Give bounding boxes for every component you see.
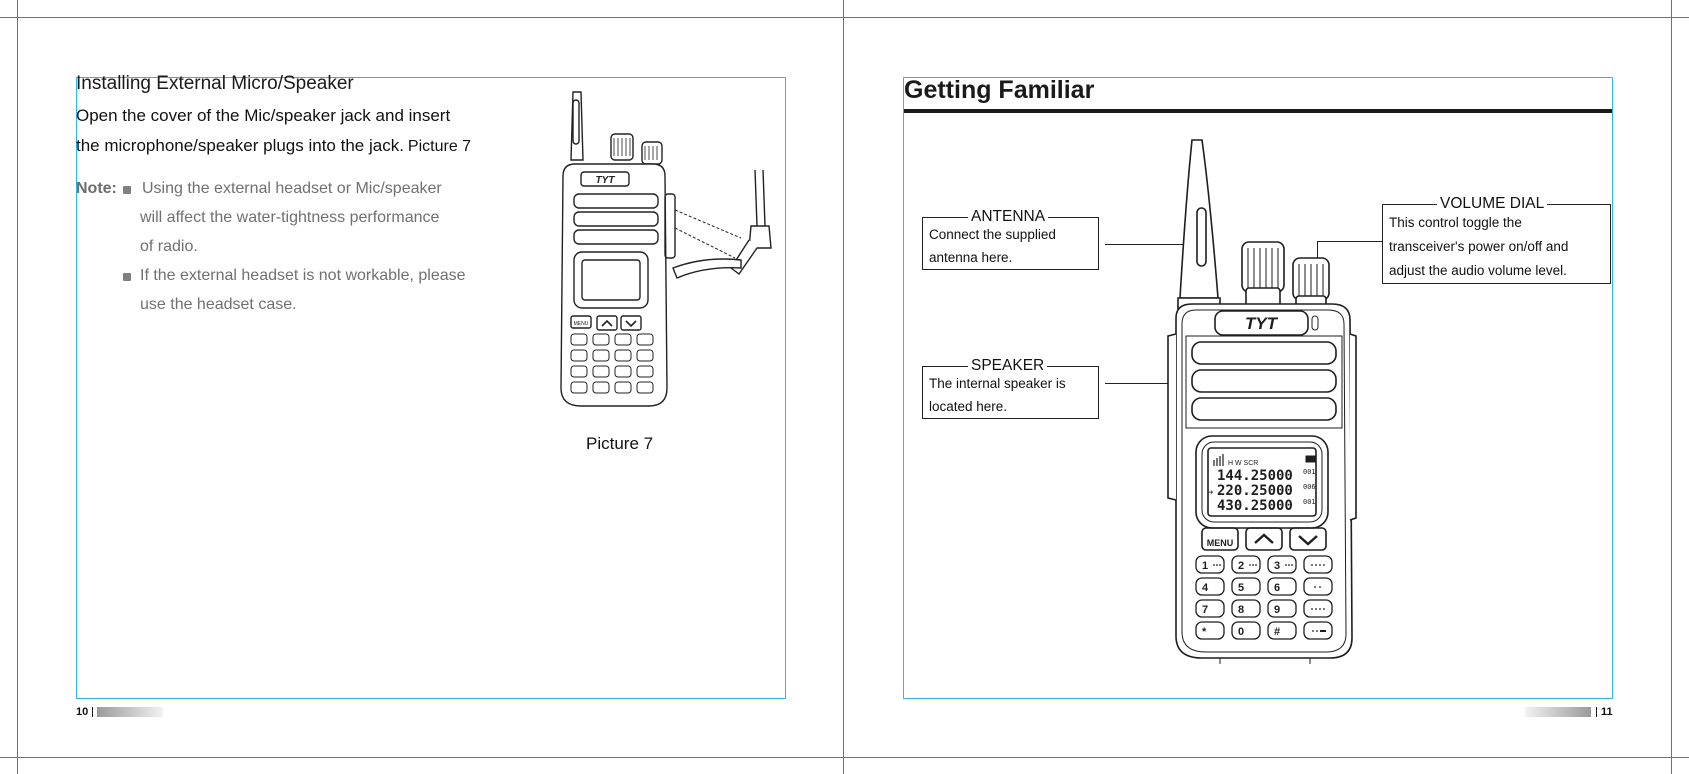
page-number-separator: [92, 707, 93, 717]
note-label: Note:: [76, 180, 117, 197]
svg-text:TYT: TYT: [596, 175, 616, 186]
title-rule: [904, 109, 1612, 113]
volume-leader-drop: [1317, 241, 1318, 273]
key-label: 2: [1238, 560, 1244, 572]
section-heading: Installing External Micro/Speaker: [76, 73, 354, 94]
trim-top-line: [0, 17, 1689, 18]
key-label: 5: [1238, 582, 1244, 594]
antenna-callout-line-2: antenna here.: [929, 250, 1013, 265]
page-number-left: 10: [76, 706, 89, 718]
key-label: 0: [1238, 626, 1244, 638]
key-label: 8: [1238, 604, 1244, 616]
bullet-icon: [123, 273, 131, 281]
paragraph-line-1: Open the cover of the Mic/speaker jack a…: [76, 106, 451, 125]
key-label: #: [1274, 626, 1280, 638]
picture-7-illustration: TYT MENU: [560, 91, 772, 407]
radio-lcd-channel-2: 006: [1303, 483, 1316, 491]
volume-dial-callout-line-3: adjust the audio volume level.: [1389, 263, 1567, 278]
bullet-icon: [123, 186, 131, 194]
picture-reference: Picture 7: [407, 138, 472, 155]
spine-line: [843, 0, 844, 774]
left-content-frame: [76, 77, 786, 699]
note1-line-1: Using the external headset or Mic/speake…: [142, 180, 442, 197]
radio-keypad-labels: 1 2 3 4 5 6 7 8 9 * 0 #: [1202, 560, 1280, 638]
key-label: 4: [1202, 582, 1209, 594]
key-label: 7: [1202, 604, 1208, 616]
key-label: 6: [1274, 582, 1280, 594]
note1-line-2: will affect the water-tightness performa…: [140, 209, 440, 226]
key-label: 9: [1274, 604, 1280, 616]
figure-caption: Picture 7: [586, 434, 654, 453]
right-content-frame: [903, 77, 1613, 699]
key-label: 1: [1202, 560, 1208, 572]
note2-line-2: use the headset case.: [140, 296, 297, 313]
speaker-callout: SPEAKER The internal speaker is located …: [922, 357, 1099, 419]
speaker-callout-title: SPEAKER: [968, 357, 1048, 375]
radio-lcd-freq-2: 220.25000: [1217, 483, 1293, 499]
paragraph-line-2-text: the microphone/speaker plugs into the ja…: [76, 136, 404, 155]
radio-lcd-channel-1: 001: [1303, 468, 1316, 476]
note1-line-3: of radio.: [140, 238, 198, 255]
antenna-leader-line: [1105, 244, 1185, 245]
speaker-callout-line-2: located here.: [929, 399, 1008, 414]
volume-dial-callout: VOLUME DIAL This control toggle the tran…: [1382, 195, 1611, 284]
volume-leader-line: [1317, 241, 1382, 242]
page-title: Getting Familiar: [904, 76, 1095, 104]
paragraph-line-2: the microphone/speaker plugs into the ja…: [76, 136, 471, 156]
page-number-gradient-bar: [97, 707, 163, 717]
volume-dial-callout-title: VOLUME DIAL: [1437, 195, 1548, 213]
radio-lcd-arrow: ➔: [1208, 488, 1214, 498]
page-number-gradient-bar: [1525, 707, 1591, 717]
radio-illustration: TYT MENU H W SCR 144.25000 220.25000 430…: [1167, 139, 1357, 664]
radio-lcd-freq-3: 430.25000: [1217, 498, 1293, 514]
antenna-callout-title: ANTENNA: [968, 208, 1049, 226]
svg-text:MENU: MENU: [574, 321, 589, 327]
trim-bottom-line: [0, 757, 1689, 758]
volume-dial-callout-line-2: transceiver's power on/off and: [1389, 239, 1569, 254]
keypad-dots: [1213, 564, 1326, 632]
note2-line-1: If the external headset is not workable,…: [140, 267, 466, 284]
radio-lcd-freq-1: 144.25000: [1217, 468, 1293, 484]
key-label: *: [1202, 626, 1207, 638]
key-label: 3: [1274, 560, 1280, 572]
radio-menu-key: MENU: [1207, 538, 1234, 548]
radio-lcd-status: H W SCR: [1228, 460, 1258, 467]
volume-dial-callout-line-1: This control toggle the: [1389, 215, 1522, 230]
radio-brand: TYT: [1245, 314, 1279, 333]
radio-lcd-channel-3: 001: [1303, 498, 1316, 506]
page-number-separator: [1596, 707, 1597, 717]
trim-left-line: [17, 0, 18, 774]
antenna-callout: ANTENNA Connect the supplied antenna her…: [922, 208, 1099, 270]
speaker-callout-line-1: The internal speaker is: [929, 376, 1066, 391]
antenna-callout-line-1: Connect the supplied: [929, 227, 1056, 242]
trim-right-line: [1671, 0, 1672, 774]
page-number-right: 11: [1601, 706, 1613, 718]
